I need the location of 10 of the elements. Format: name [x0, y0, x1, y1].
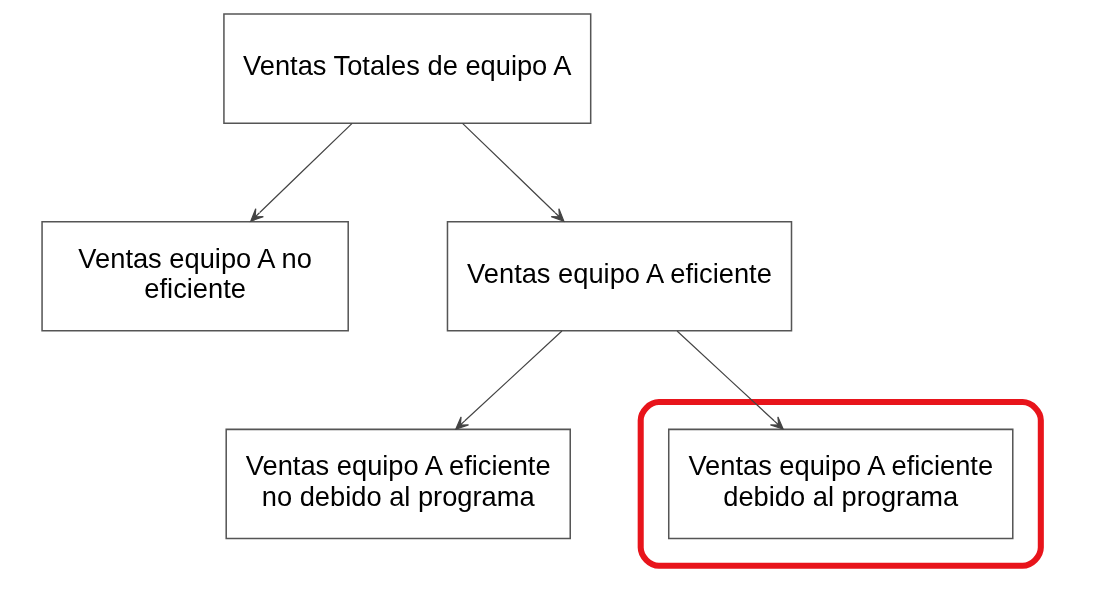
- cluster: [637, 399, 1044, 569]
- node-box: Ventas equipo A eficiente debido al programa: [668, 428, 1014, 540]
- arrow: [676, 330, 784, 430]
- node-box: Ventas equipo A no eficiente: [41, 221, 349, 332]
- arrow: [250, 122, 353, 222]
- node-box: Ventas equipo A eficiente no debido al programa: [225, 428, 571, 540]
- arrow: [455, 330, 563, 430]
- arrow: [461, 122, 565, 222]
- node-box: Ventas equipo A eficiente: [446, 221, 793, 332]
- node-box: Ventas Totales de equipo A: [223, 13, 592, 124]
